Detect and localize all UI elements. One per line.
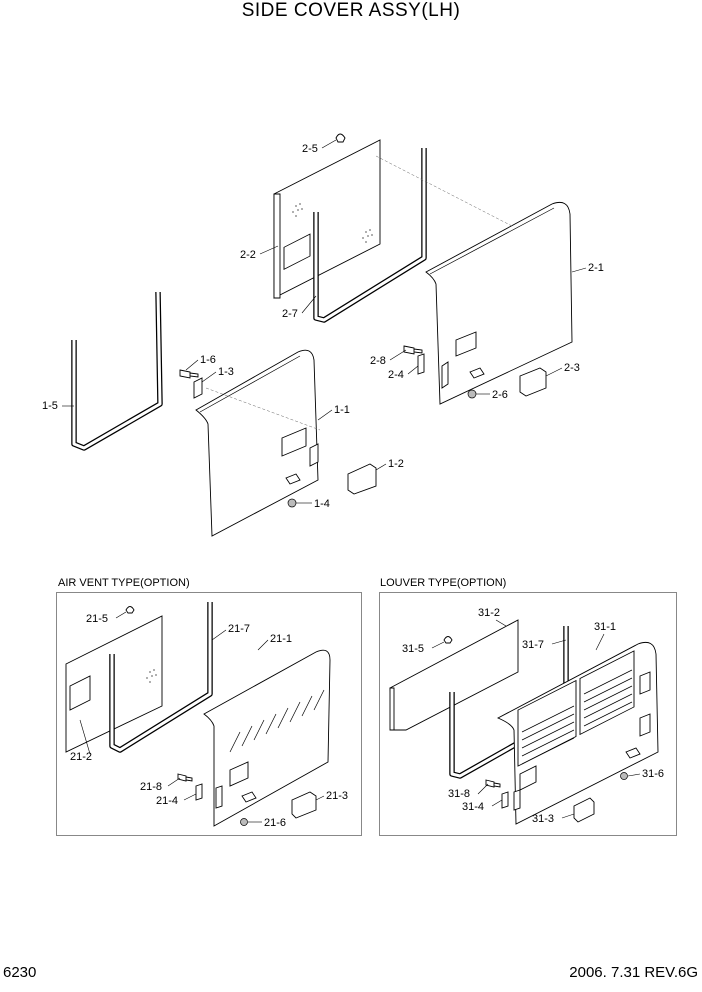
air-vent-leader-lines	[79, 611, 325, 823]
louver-bolt-31-8	[485, 779, 501, 788]
callout-1-5: 1-5	[42, 400, 58, 412]
bracket-2-4	[417, 353, 425, 375]
seal-2-7	[313, 148, 427, 323]
air-vent-seal-21-7	[109, 602, 213, 753]
bolt-1-6	[179, 369, 199, 379]
callout-31-3: 31-3	[532, 813, 554, 825]
air-vent-callouts: 21-5 21-7 21-1 21-2 21-8 21-4 21-6 21-3	[70, 613, 348, 829]
callout-2-6: 2-6	[492, 389, 508, 401]
callout-21-7: 21-7	[228, 623, 250, 635]
callout-1-4: 1-4	[314, 498, 330, 510]
seal-1-5	[71, 291, 163, 451]
callout-21-3: 21-3	[326, 790, 348, 802]
callout-2-7: 2-7	[282, 308, 298, 320]
pin-2-5	[335, 133, 346, 143]
handle-1-2	[347, 463, 377, 495]
callout-31-2: 31-2	[478, 607, 500, 619]
callout-21-8: 21-8	[140, 781, 162, 793]
louver-leader-lines	[431, 619, 641, 819]
handle-2-3	[519, 367, 547, 397]
callout-21-4: 21-4	[156, 795, 178, 807]
callout-21-2: 21-2	[70, 751, 92, 763]
main-callouts: 2-5 2-2 2-7 2-1 2-8 2-4 2-3 2-6 1-6 1-3 …	[42, 143, 604, 510]
callout-2-1: 2-1	[588, 262, 604, 274]
inner-panel-2-2	[273, 139, 381, 299]
page-number: 6230	[3, 964, 37, 981]
callout-1-1: 1-1	[334, 404, 350, 416]
air-vent-handle-21-3	[291, 791, 317, 819]
nut-2-6	[467, 389, 477, 399]
callout-31-8: 31-8	[448, 788, 470, 800]
louver-callouts: 31-2 31-5 31-7 31-1 31-6 31-8 31-4 31-3	[402, 607, 664, 825]
callout-2-2: 2-2	[240, 249, 256, 261]
louver-bracket-31-4	[501, 791, 509, 809]
air-vent-section-label: AIR VENT TYPE(OPTION)	[58, 577, 190, 589]
air-vent-pin-21-5	[125, 606, 135, 614]
air-vent-bolt-21-8	[177, 773, 193, 782]
air-vent-nut-21-6	[240, 818, 248, 826]
callout-2-3: 2-3	[564, 362, 580, 374]
callout-2-5: 2-5	[302, 143, 318, 155]
air-vent-cover-21-1	[203, 649, 331, 827]
date-revision: 2006. 7.31 REV.6G	[569, 964, 698, 981]
callout-1-6: 1-6	[200, 354, 216, 366]
callout-1-2: 1-2	[388, 458, 404, 470]
bracket-1-3	[193, 377, 203, 399]
page-title: SIDE COVER ASSY(LH)	[241, 0, 461, 21]
callout-2-8: 2-8	[370, 355, 386, 367]
callout-31-6: 31-6	[642, 768, 664, 780]
callout-31-1: 31-1	[594, 621, 616, 633]
nut-1-4	[287, 498, 297, 508]
louver-section-label: LOUVER TYPE(OPTION)	[380, 577, 507, 589]
callout-21-1: 21-1	[270, 633, 292, 645]
callout-1-3: 1-3	[218, 366, 234, 378]
callout-31-5: 31-5	[402, 643, 424, 655]
main-leader-lines	[62, 139, 587, 504]
louver-nut-31-6	[620, 772, 628, 780]
louver-panel-frame	[379, 592, 677, 836]
louver-inner-panel-31-2	[389, 619, 519, 731]
callout-31-4: 31-4	[462, 801, 484, 813]
cover-1-1	[195, 349, 319, 537]
outer-cover-2-1	[425, 201, 573, 405]
louver-handle-31-3	[573, 797, 595, 823]
callout-2-4: 2-4	[388, 369, 404, 381]
louver-cover-31-1	[496, 641, 659, 825]
air-vent-bracket-21-4	[195, 783, 203, 801]
callout-31-7: 31-7	[522, 639, 544, 651]
callout-21-5: 21-5	[86, 613, 108, 625]
callout-21-6: 21-6	[264, 817, 286, 829]
air-vent-panel-frame	[56, 592, 362, 836]
louver-pin-31-5	[443, 636, 453, 644]
bolt-2-8	[403, 345, 423, 355]
